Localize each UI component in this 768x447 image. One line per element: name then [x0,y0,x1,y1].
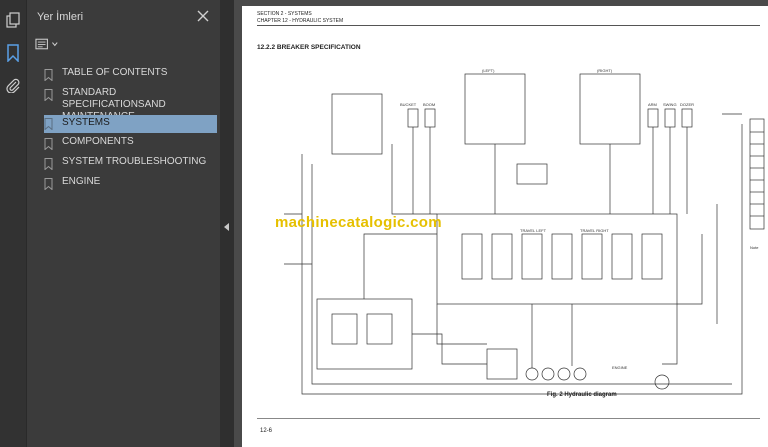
bookmark-components[interactable]: COMPONENTS [44,136,217,152]
bookmark-label: SYSTEMS [62,117,110,128]
footer-rule [257,418,760,419]
section-title: 12.2.2 BREAKER SPECIFICATION [257,44,361,51]
chapter-header: CHAPTER 12 - HYDRAULIC SYSTEM [257,18,344,24]
diagram-label-left: (LEFT) [482,68,495,73]
bookmark-options-button[interactable] [35,37,59,51]
diagram-label-engine: ENGINE [612,365,628,370]
list-options-icon [35,38,48,50]
diagram-label-swing: SWING [663,102,677,107]
document-viewer[interactable]: SECTION 2 - SYSTEMS CHAPTER 12 - HYDRAUL… [234,0,768,447]
bookmark-icon [44,69,53,81]
bookmark-label: SYSTEM TROUBLESHOOTING [62,156,207,167]
section-header: SECTION 2 - SYSTEMS [257,11,312,17]
pages-icon[interactable] [3,10,23,30]
header-rule [257,25,760,26]
bookmark-systems[interactable]: SYSTEMS [44,115,217,133]
bookmark-label: ENGINE [62,176,101,187]
diagram-label-bucket: BUCKET [400,102,417,107]
chevron-down-icon [52,42,58,47]
bookmark-label: COMPONENTS [62,136,134,147]
close-icon[interactable] [196,9,210,23]
tool-rail [0,0,27,447]
bookmark-label: TABLE OF CONTENTS [62,67,168,78]
diagram-label-travel-left: TRAVEL LEFT [520,228,547,233]
bookmark-icon [44,118,53,130]
bookmark-icon [44,89,53,101]
bookmark-icon [44,178,53,190]
bookmark-table-of-contents[interactable]: TABLE OF CONTENTS [44,67,217,83]
watermark: machinecatalogic.com [275,214,442,231]
bookmark-standard-specifications[interactable]: STANDARD SPECIFICATIONSAND MAINTENANCE [44,87,217,122]
panel-title: Yer İmleri [37,11,84,23]
hydraulic-diagram: (LEFT) (RIGHT) BUCKET BOOM ARM SWING DOZ… [284,68,765,395]
diagram-label-travel-right: TRAVEL RIGHT [580,228,609,233]
bookmark-icon [44,158,53,170]
bookmark-system-troubleshooting[interactable]: SYSTEM TROUBLESHOOTING [44,156,217,172]
collapse-panel-icon[interactable] [224,223,229,231]
bookmark-engine[interactable]: ENGINE [44,176,217,192]
figure-caption: Fig. 2 Hydraulic diagram [547,392,617,398]
pdf-page: SECTION 2 - SYSTEMS CHAPTER 12 - HYDRAUL… [242,6,768,447]
attachment-icon[interactable] [3,75,23,95]
diagram-label-dozer: DOZER [680,102,694,107]
diagram-label-arm: ARM [648,102,657,107]
bookmarks-panel: Yer İmleri TABLE OF CONTENTS STANDARD SP… [27,0,220,447]
bookmark-icon [44,138,53,150]
bookmark-icon[interactable] [3,43,23,63]
diagram-label-boom: BOOM [423,102,435,107]
diagram-label-right: (RIGHT) [597,68,613,73]
diagram-label-note: Note [750,245,759,250]
page-number: 12-6 [260,428,273,434]
